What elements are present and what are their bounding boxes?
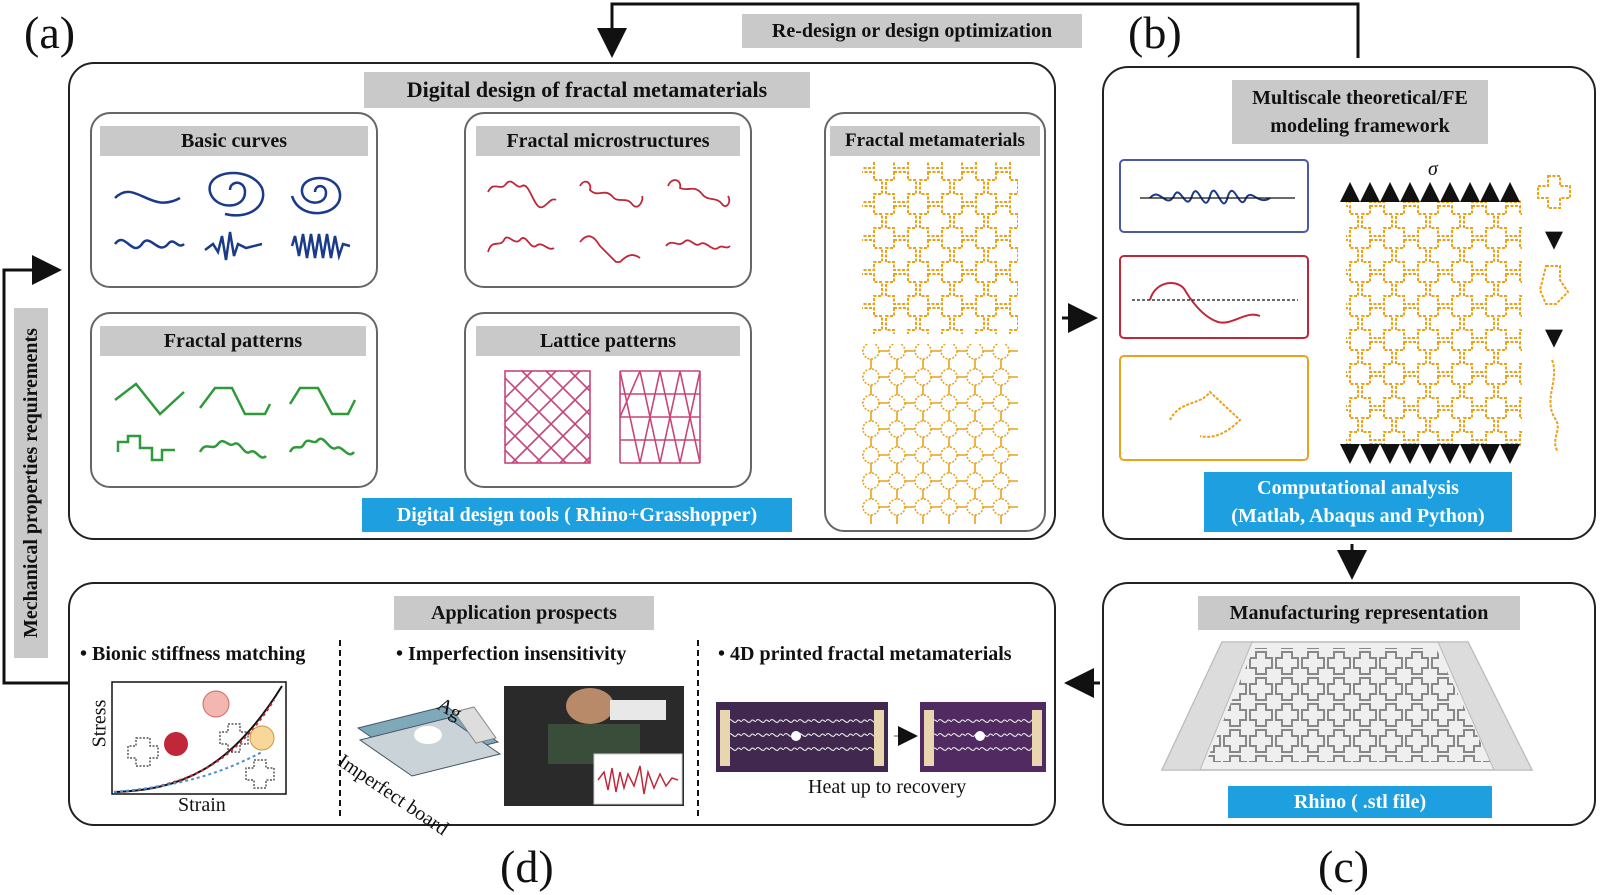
label-d: (d) — [500, 841, 554, 892]
analysis-line2: (Matlab, Abaqus and Python) — [1231, 505, 1485, 527]
computational-analysis-label: Computational analysis (Matlab, Abaqus a… — [1204, 472, 1512, 532]
item-imperfection: • Imperfection insensitivity — [396, 643, 627, 665]
label-a: (a) — [24, 7, 76, 58]
item-bionic: • Bionic stiffness matching — [80, 643, 306, 665]
label-c: (c) — [1318, 841, 1370, 892]
fractal-microstructures-title: Fractal microstructures — [476, 126, 740, 156]
panel-b-title-line2: modeling framework — [1270, 115, 1450, 137]
panel-b-title: Multiscale theoretical/FE modeling frame… — [1232, 80, 1488, 144]
lattice-patterns-title: Lattice patterns — [476, 326, 740, 356]
analysis-line1: Computational analysis — [1257, 477, 1459, 499]
redesign-label: Re-design or design optimization — [742, 14, 1082, 48]
design-tools-label: Digital design tools ( Rhino+Grasshopper… — [362, 498, 792, 532]
redesign-feedback-arrow — [597, 2, 1360, 58]
item-4d: • 4D printed fractal metamaterials — [718, 643, 1012, 665]
sigma-label: σ — [1428, 158, 1438, 180]
requirements-label-box: Mechanical properties requirements — [14, 308, 48, 658]
panel-b-title-line1: Multiscale theoretical/FE — [1252, 87, 1468, 109]
panel-a-title: Digital design of fractal metamaterials — [364, 72, 810, 108]
basic-curves-title: Basic curves — [100, 126, 368, 156]
stl-file-label: Rhino ( .stl file) — [1228, 786, 1492, 818]
heat-recovery-caption: Heat up to recovery — [808, 776, 967, 798]
fractal-patterns-title: Fractal patterns — [100, 326, 366, 356]
requirements-feedback-arrow — [2, 255, 68, 685]
panel-d-title: Application prospects — [394, 596, 654, 630]
strain-axis-label: Strain — [178, 794, 226, 816]
label-b: (b) — [1128, 7, 1182, 58]
fractal-metamaterials-title: Fractal metamaterials — [830, 126, 1040, 156]
panel-c-title: Manufacturing representation — [1198, 596, 1520, 630]
